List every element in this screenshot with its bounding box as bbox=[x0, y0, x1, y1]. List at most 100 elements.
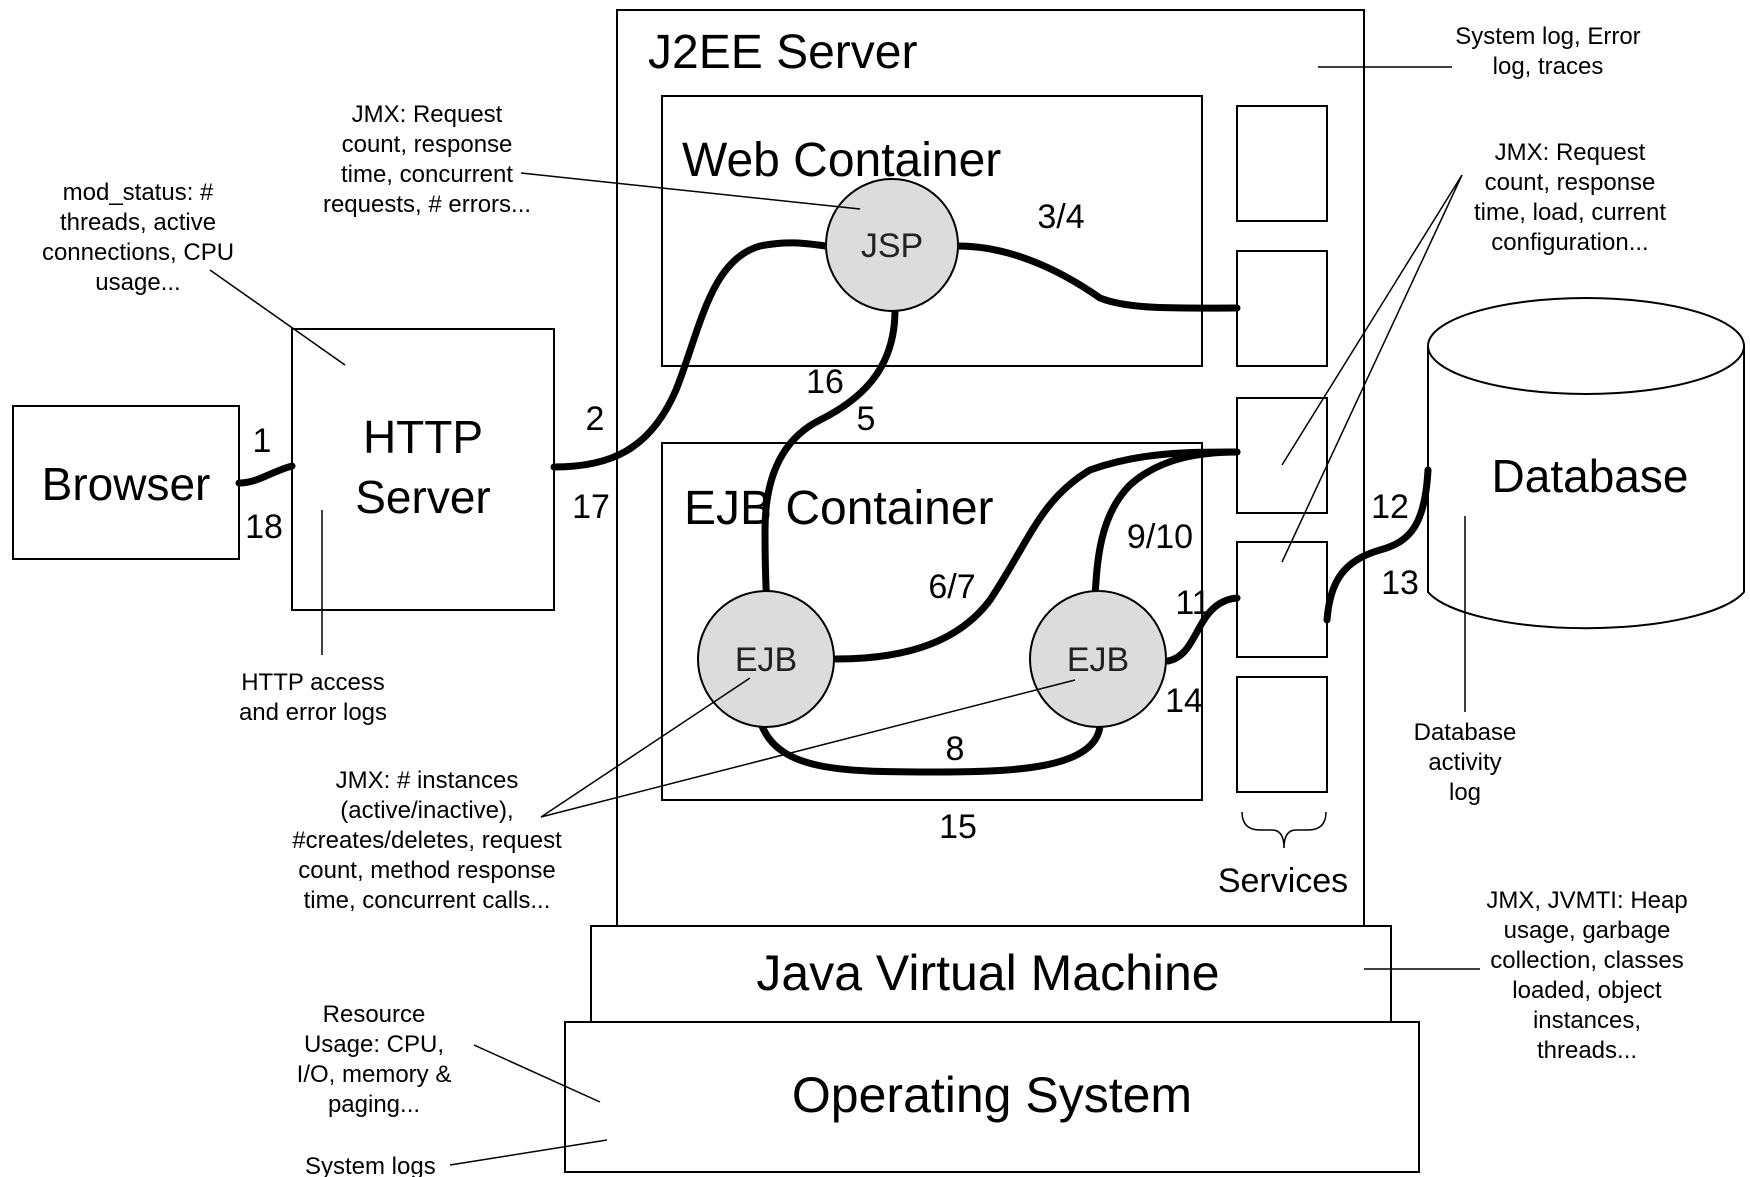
services-label: Services bbox=[1218, 862, 1348, 900]
jsp-node bbox=[825, 178, 959, 312]
annotation-line: connections, CPU bbox=[42, 239, 234, 266]
service-box-2 bbox=[1236, 250, 1328, 367]
annotation-line: System log, Error bbox=[1455, 23, 1640, 50]
ejb-right-label: EJB bbox=[1067, 641, 1129, 679]
flow-label-6-7: 6/7 bbox=[928, 568, 975, 606]
flow-label-8: 8 bbox=[946, 730, 965, 768]
leader-jmx-ejb-left bbox=[540, 677, 751, 818]
annotation-line: configuration... bbox=[1491, 229, 1648, 256]
flow-label-3-4: 3/4 bbox=[1037, 198, 1084, 236]
annotation-resource-usage: Resource Usage: CPU, I/O, memory & pagin… bbox=[297, 1001, 452, 1118]
annotation-line: JMX: Request bbox=[352, 101, 503, 128]
database-top bbox=[1427, 297, 1745, 395]
flow-browser-http bbox=[235, 462, 296, 487]
annotation-http-logs: HTTP access and error logs bbox=[239, 669, 387, 726]
flow-label-11: 11 bbox=[1175, 584, 1210, 622]
leader-jmx-web bbox=[520, 172, 861, 210]
flow-label-5: 5 bbox=[857, 400, 876, 438]
http-server-label-line2: Server bbox=[355, 471, 490, 523]
jvm-box bbox=[590, 925, 1392, 1023]
ejb-left-label: EJB bbox=[735, 641, 797, 679]
annotation-line: and error logs bbox=[239, 699, 387, 726]
annotation-jmx-jvm: JMX, JVMTI: Heap usage, garbage collecti… bbox=[1486, 887, 1687, 1064]
leader-resource bbox=[473, 1044, 601, 1103]
annotation-line: requests, # errors... bbox=[323, 191, 531, 218]
annotation-line: loaded, object bbox=[1512, 977, 1662, 1004]
annotation-system-log: System log, Error log, traces bbox=[1455, 23, 1640, 80]
flow-ejb2-service4 bbox=[1164, 594, 1241, 665]
annotation-line: HTTP access bbox=[241, 669, 385, 696]
flow-label-13: 13 bbox=[1381, 564, 1419, 602]
http-server-box bbox=[291, 328, 555, 611]
os-label: Operating System bbox=[792, 1067, 1192, 1123]
annotation-line: count, response bbox=[342, 131, 513, 158]
flow-jsp-service bbox=[954, 242, 1241, 312]
annotation-line: Resource bbox=[323, 1001, 426, 1028]
annotation-line: count, response bbox=[1485, 169, 1656, 196]
ejb-node-left bbox=[697, 590, 835, 728]
flow-label-16: 16 bbox=[806, 363, 844, 401]
annotation-line: #creates/deletes, request bbox=[292, 827, 562, 854]
annotation-jmx-ejb: JMX: # instances (active/inactive), #cre… bbox=[292, 767, 562, 914]
j2ee-server-label: J2EE Server bbox=[648, 26, 917, 79]
flow-label-1: 1 bbox=[253, 422, 272, 460]
annotation-jmx-services: JMX: Request count, response time, load,… bbox=[1474, 139, 1666, 256]
flow-label-18: 18 bbox=[245, 508, 283, 546]
annotation-line: count, method response bbox=[298, 857, 556, 884]
flow-ejb2-service bbox=[1091, 448, 1241, 602]
annotation-line: collection, classes bbox=[1490, 947, 1683, 974]
os-box bbox=[564, 1021, 1420, 1173]
annotation-line: time, load, current bbox=[1474, 199, 1666, 226]
ejb-node-right bbox=[1029, 590, 1167, 728]
leader-jmx-services-2 bbox=[1281, 174, 1463, 563]
annotation-db-log: Database activity log bbox=[1414, 719, 1517, 806]
flow-label-2: 2 bbox=[586, 400, 605, 438]
database-label: Database bbox=[1492, 450, 1689, 502]
jvm-label: Java Virtual Machine bbox=[756, 945, 1219, 1001]
leader-system-logs bbox=[449, 1139, 608, 1166]
flow-label-15: 15 bbox=[939, 808, 977, 846]
annotation-line: Usage: CPU, bbox=[304, 1031, 444, 1058]
annotation-mod-status: mod_status: # threads, active connection… bbox=[42, 179, 234, 296]
annotation-jmx-web: JMX: Request count, response time, concu… bbox=[323, 101, 531, 218]
annotation-line: instances, bbox=[1533, 1007, 1641, 1034]
annotation-line: paging... bbox=[328, 1091, 420, 1118]
leader-mod-status bbox=[209, 269, 346, 366]
annotation-line: time, concurrent calls... bbox=[304, 887, 551, 914]
annotation-line: Database bbox=[1414, 719, 1517, 746]
annotation-line: usage... bbox=[95, 269, 180, 296]
flow-http-jsp bbox=[550, 239, 830, 471]
flow-label-9-10: 9/10 bbox=[1127, 518, 1193, 556]
ejb-container-label: EJB Container bbox=[684, 482, 994, 535]
service-box-1 bbox=[1236, 105, 1328, 222]
annotation-line: mod_status: # bbox=[63, 179, 214, 206]
http-server-label-line1: HTTP bbox=[363, 411, 483, 463]
annotation-line: JMX, JVMTI: Heap bbox=[1486, 887, 1687, 914]
flow-label-12: 12 bbox=[1371, 488, 1409, 526]
annotation-line: I/O, memory & bbox=[297, 1061, 452, 1088]
leader-jmx-services-1 bbox=[1281, 174, 1463, 466]
annotation-line: (active/inactive), bbox=[340, 797, 513, 824]
service-box-5 bbox=[1236, 676, 1328, 793]
flow-ejb-ejb bbox=[758, 722, 1104, 776]
browser-label: Browser bbox=[42, 458, 211, 510]
annotation-line: JMX: Request bbox=[1495, 139, 1646, 166]
annotation-line: activity bbox=[1428, 749, 1501, 776]
annotation-line: threads... bbox=[1537, 1037, 1637, 1064]
web-container-label: Web Container bbox=[682, 134, 1001, 187]
annotation-line: usage, garbage bbox=[1504, 917, 1671, 944]
annotation-system-logs: System logs bbox=[305, 1153, 436, 1177]
flow-ejb-service bbox=[832, 448, 1241, 663]
services-brace bbox=[1241, 811, 1327, 849]
annotation-line: log bbox=[1449, 779, 1481, 806]
annotation-line: threads, active bbox=[60, 209, 216, 236]
flow-label-17: 17 bbox=[572, 488, 610, 526]
service-box-4 bbox=[1236, 541, 1328, 658]
leader-jmx-ejb-right bbox=[540, 679, 1076, 818]
flow-label-14: 14 bbox=[1165, 682, 1203, 720]
annotation-line: JMX: # instances bbox=[336, 767, 519, 794]
annotation-line: log, traces bbox=[1493, 53, 1604, 80]
jsp-label: JSP bbox=[861, 227, 923, 265]
flow-jsp-ejb bbox=[761, 306, 899, 610]
